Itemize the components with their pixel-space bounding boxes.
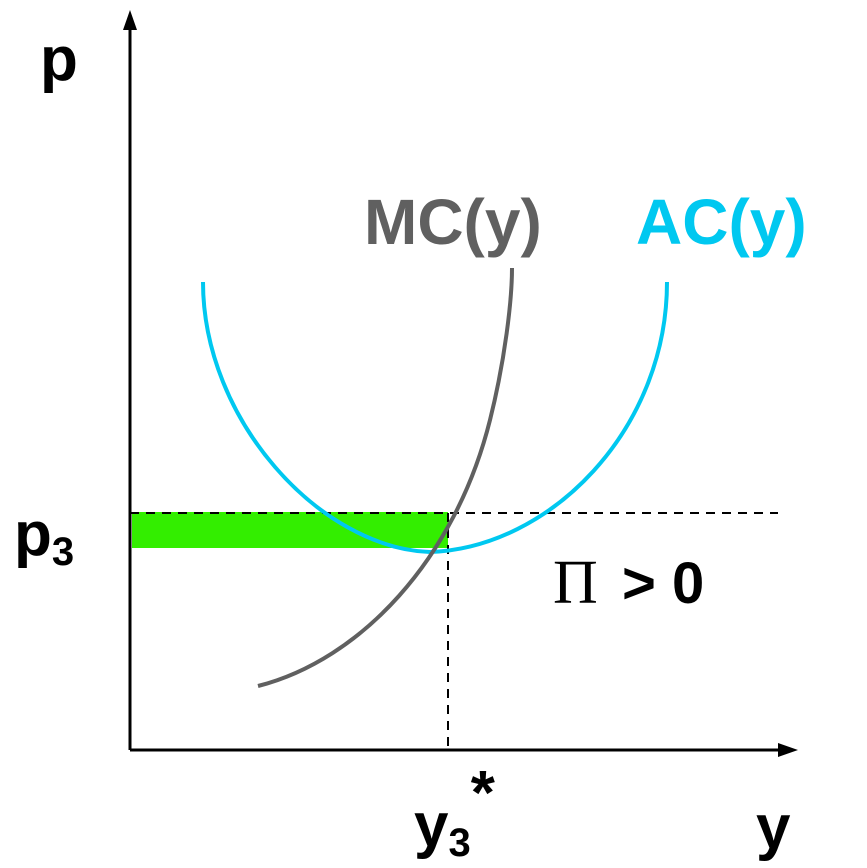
mc-curve-label: MC(y): [364, 186, 542, 258]
ac-curve: [201, 281, 669, 555]
x-axis-arrowhead: [778, 743, 798, 757]
quantity-level-label: y3*: [414, 759, 496, 865]
y-axis-arrowhead: [123, 10, 137, 30]
profit-symbol: Π: [553, 549, 598, 617]
profit-rectangle: [132, 512, 448, 548]
mc-curve: [257, 267, 514, 688]
x-axis-label: y: [756, 793, 791, 862]
profit-relation: > 0: [622, 551, 704, 616]
ac-curve-label: AC(y): [636, 186, 807, 258]
y-axis-label: p: [40, 25, 78, 94]
price-level-label: p3: [14, 500, 74, 574]
